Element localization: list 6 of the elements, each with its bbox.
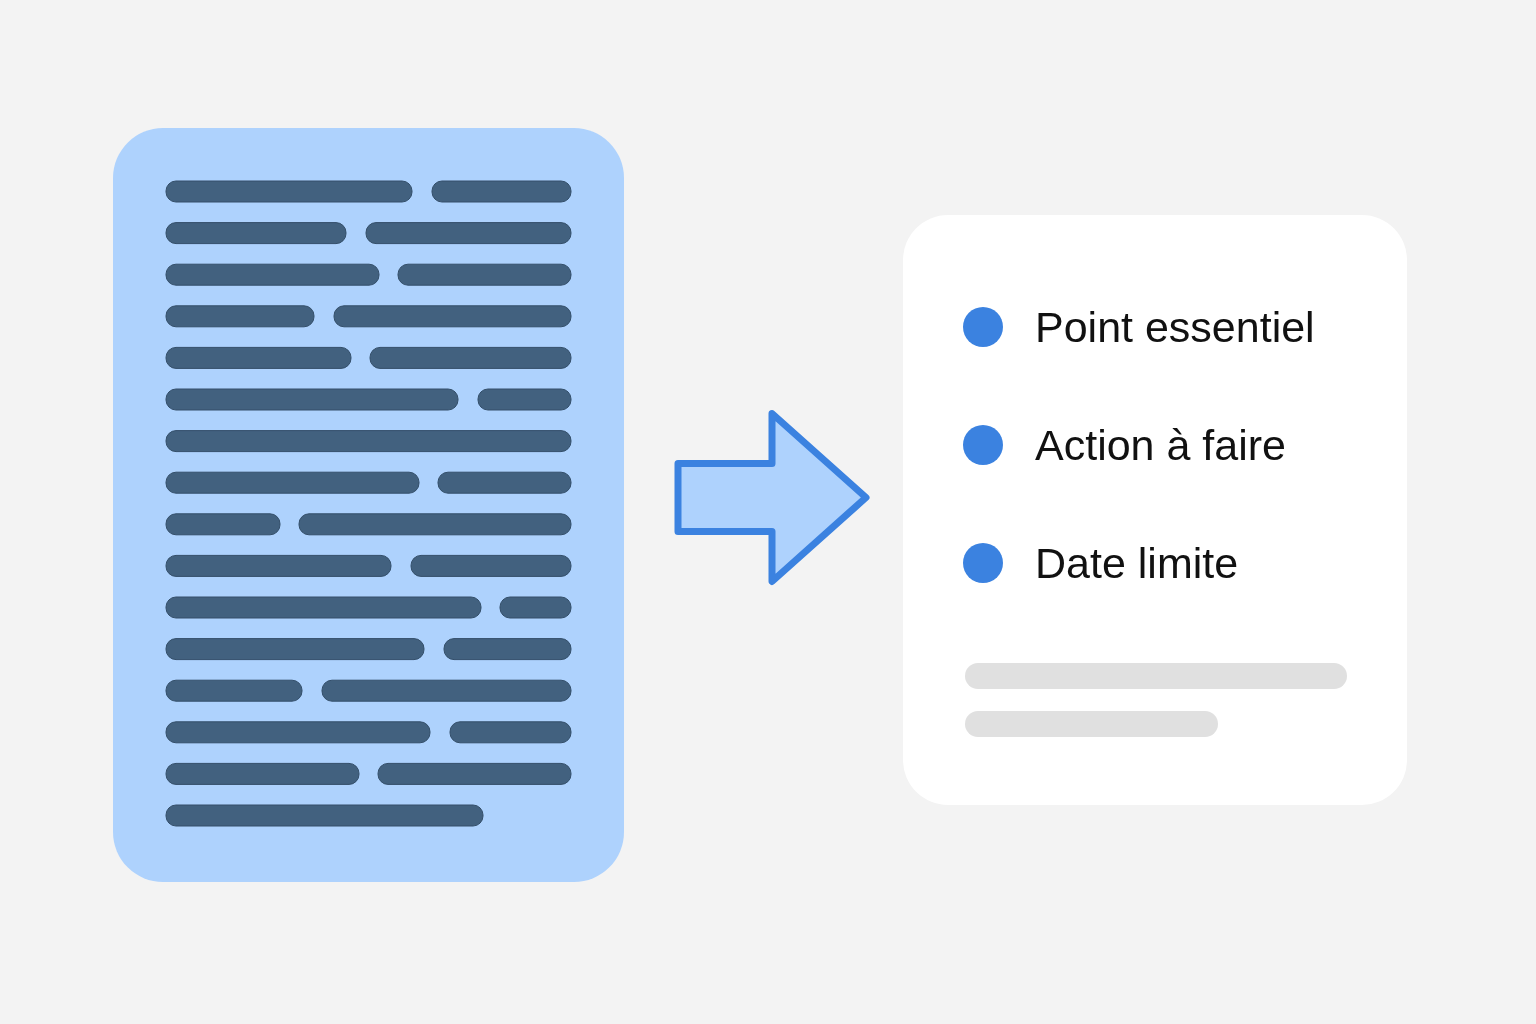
bullet-text: Point essentiel — [1035, 302, 1315, 352]
bullet-text: Date limite — [1035, 538, 1239, 588]
document-card — [113, 128, 624, 882]
summary-card — [903, 215, 1407, 805]
block-arrow — [674, 410, 870, 585]
bullet-text: Action à faire — [1035, 420, 1286, 470]
